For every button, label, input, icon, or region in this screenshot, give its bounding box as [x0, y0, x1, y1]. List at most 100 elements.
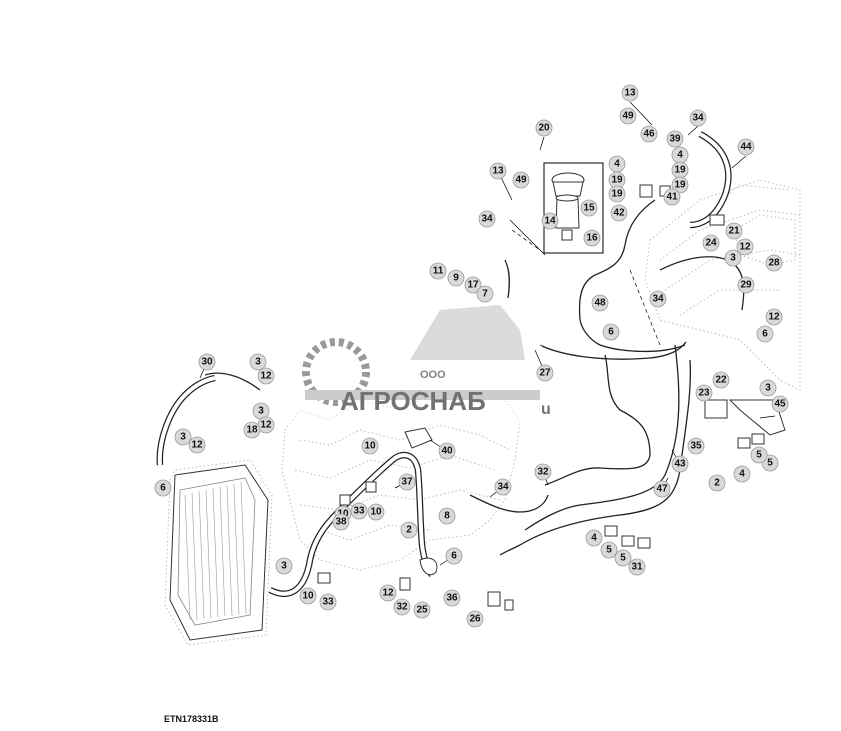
callout-number: 40: [441, 446, 453, 457]
callout-44: 44: [737, 138, 755, 156]
callout-bubble: [447, 269, 465, 287]
callout-number: 9: [453, 273, 459, 284]
callout-number: 14: [544, 216, 556, 227]
callout-number: 36: [446, 593, 458, 604]
callout-bubble: [733, 465, 751, 483]
callout-number: 12: [382, 588, 394, 599]
callout-bubble: [619, 107, 637, 125]
callout-number: 39: [669, 134, 681, 145]
callout-number: 12: [260, 371, 272, 382]
callout-bubble: [649, 290, 667, 308]
callout-48: 48: [591, 294, 609, 312]
callout-21: 21: [725, 222, 743, 240]
callout-19: 19: [671, 161, 689, 179]
callout-number: 47: [656, 484, 668, 495]
callout-6: 6: [756, 325, 774, 343]
callout-33: 33: [319, 593, 337, 611]
callout-bubble: [610, 204, 628, 222]
callout-bubble: [319, 593, 337, 611]
callout-bubble: [585, 529, 603, 547]
callout-8: 8: [438, 507, 456, 525]
callout-number: 4: [677, 150, 683, 161]
callout-22: 22: [712, 371, 730, 389]
callout-38: 38: [332, 513, 350, 531]
callout-bubble: [243, 421, 261, 439]
callout-18: 18: [243, 421, 261, 439]
callout-4: 4: [733, 465, 751, 483]
callout-bubble: [608, 185, 626, 203]
callout-19: 19: [608, 185, 626, 203]
callout-number: 33: [322, 597, 334, 608]
callout-number: 33: [353, 506, 365, 517]
callout-13: 13: [489, 162, 507, 180]
callout-number: 44: [740, 142, 752, 153]
callout-3: 3: [724, 249, 742, 267]
callout-number: 5: [620, 553, 626, 564]
drawing-reference: ETN178331B: [164, 714, 219, 724]
callout-bubble: [759, 379, 777, 397]
callout-number: 24: [705, 238, 717, 249]
watermark-company-prefix: ООО: [420, 369, 446, 381]
callout-number: 3: [765, 383, 771, 394]
callout-bubble: [512, 171, 530, 189]
callout-number: 2: [406, 525, 412, 536]
callout-bubble: [765, 254, 783, 272]
callout-bubble: [476, 285, 494, 303]
callout-number: 49: [622, 111, 634, 122]
callout-number: 3: [180, 432, 186, 443]
callout-bubble: [614, 549, 632, 567]
callout-number: 27: [539, 368, 551, 379]
callout-number: 12: [260, 420, 272, 431]
callout-20: 20: [535, 119, 553, 137]
callout-40: 40: [438, 442, 456, 460]
callout-bubble: [494, 478, 512, 496]
callout-bubble: [666, 130, 684, 148]
callout-bubble: [689, 109, 707, 127]
callout-34: 34: [478, 210, 496, 228]
callout-number: 43: [674, 459, 686, 470]
callout-bubble: [438, 442, 456, 460]
callout-number: 32: [537, 467, 549, 478]
callout-number: 45: [774, 399, 786, 410]
radiator: [164, 459, 273, 646]
callout-number: 26: [469, 614, 481, 625]
callout-number: 2: [714, 478, 720, 489]
callout-bubble: [332, 513, 350, 531]
callout-number: 7: [482, 289, 488, 300]
callout-number: 3: [730, 253, 736, 264]
callout-36: 36: [443, 589, 461, 607]
callout-number: 17: [467, 280, 479, 291]
callout-number: 30: [201, 357, 213, 368]
callout-bubble: [443, 589, 461, 607]
callout-bubble: [602, 323, 620, 341]
callout-number: 18: [246, 425, 258, 436]
callout-number: 23: [698, 388, 710, 399]
callout-bubble: [174, 428, 192, 446]
callout-bubble: [771, 395, 789, 413]
callout-34: 34: [689, 109, 707, 127]
callout-bubble: [400, 521, 418, 539]
callout-bubble: [478, 210, 496, 228]
callout-number: 5: [606, 545, 612, 556]
callout-bubble: [361, 437, 379, 455]
callout-number: 34: [692, 113, 704, 124]
callout-bubble: [628, 558, 646, 576]
callout-number: 6: [160, 483, 166, 494]
callout-number: 35: [690, 441, 702, 452]
callout-bubble: [653, 480, 671, 498]
callout-bubble: [393, 598, 411, 616]
callout-number: 4: [614, 159, 620, 170]
callout-number: 22: [715, 375, 727, 386]
callout-29: 29: [737, 276, 755, 294]
callout-bubble: [737, 276, 755, 294]
callout-35: 35: [687, 437, 705, 455]
callout-bubble: [379, 584, 397, 602]
callout-34: 34: [494, 478, 512, 496]
callout-16: 16: [583, 229, 601, 247]
callout-5: 5: [750, 446, 768, 464]
callout-number: 12: [768, 312, 780, 323]
callout-12: 12: [379, 584, 397, 602]
callout-12: 12: [765, 308, 783, 326]
callout-number: 3: [258, 406, 264, 417]
